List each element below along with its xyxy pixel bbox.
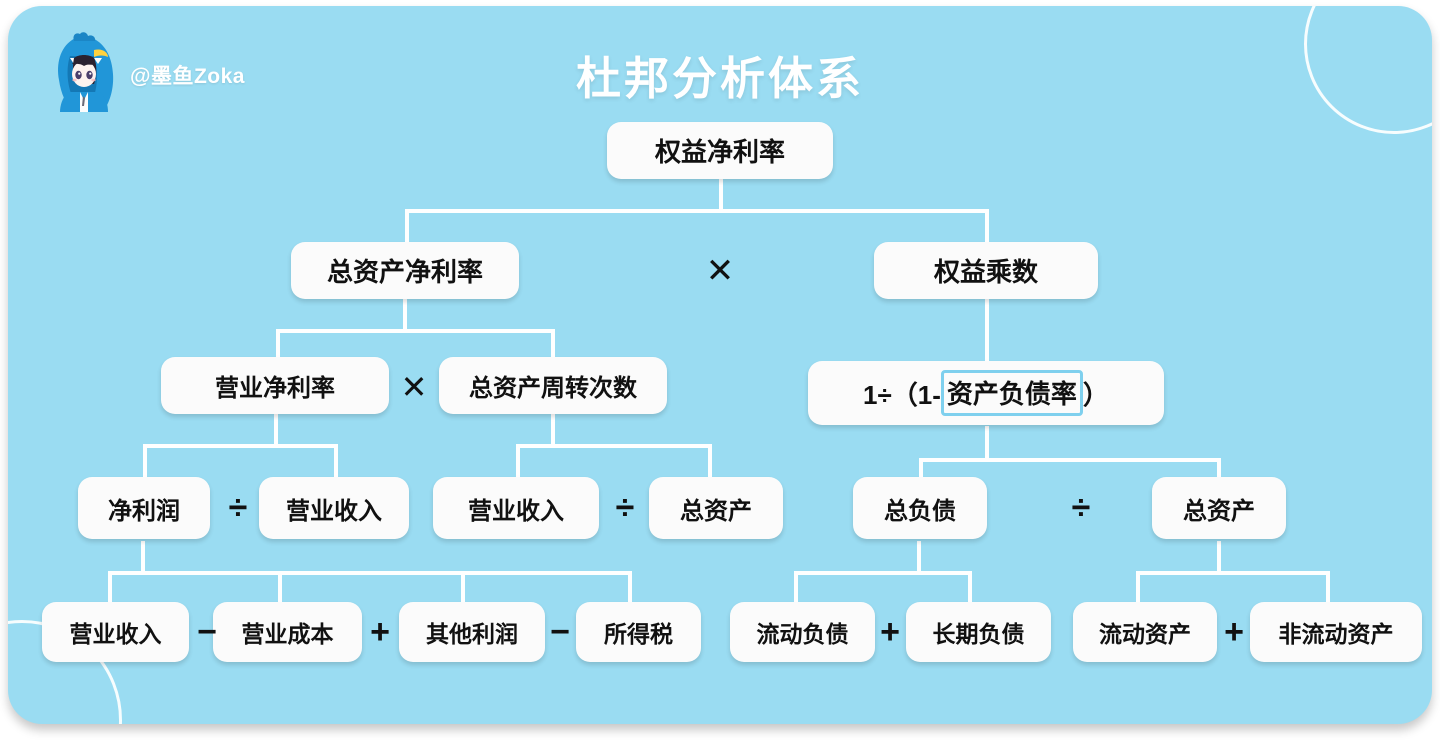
node-label: 营业收入 bbox=[69, 621, 162, 647]
connector-netprofit-to-revenue bbox=[108, 571, 112, 603]
node-label: 营业净利率 bbox=[215, 375, 335, 402]
connector-netprofit-bar bbox=[108, 571, 632, 575]
node-label: 总资产 bbox=[680, 497, 752, 525]
node-label: 权益乘数 bbox=[933, 257, 1038, 287]
node-label: 营业收入 bbox=[468, 497, 564, 525]
connector-liabilities-to-current bbox=[794, 571, 798, 603]
operator-plus-longterm-liabilities: + bbox=[880, 613, 900, 651]
connector-npm-stem bbox=[274, 414, 278, 446]
node-label: 营业收入 bbox=[286, 497, 382, 525]
node-label: 其他利润 bbox=[426, 621, 518, 647]
operator-times-level2: ✕ bbox=[705, 252, 735, 290]
operator-divide-liabilities-assets: ÷ bbox=[1071, 489, 1091, 527]
formula-highlight-debt-ratio[interactable]: 资产负债率 bbox=[940, 370, 1083, 416]
connector-roe-to-roa bbox=[405, 209, 409, 247]
node-label: 非流动资产 bbox=[1278, 621, 1394, 647]
connector-npm-bar bbox=[143, 444, 338, 448]
connector-em-to-formula bbox=[985, 299, 989, 361]
node-label: 总资产净利率 bbox=[326, 257, 483, 287]
operator-plus-noncurrent-assets: + bbox=[1224, 613, 1244, 651]
avatar bbox=[58, 32, 114, 112]
connector-formula-stem bbox=[985, 426, 989, 460]
node-label: 流动资产 bbox=[1099, 621, 1191, 647]
operator-divide-revenue-assets: ÷ bbox=[615, 489, 635, 527]
node-label: 流动负债 bbox=[756, 621, 849, 647]
node-label: 所得税 bbox=[604, 621, 673, 647]
connector-roa-bar bbox=[276, 329, 555, 333]
connector-assets-stem bbox=[1217, 541, 1221, 573]
connector-netprofit-to-tax bbox=[628, 571, 632, 603]
connector-turnover-stem bbox=[551, 414, 555, 446]
connector-turnover-to-revenue bbox=[516, 444, 520, 480]
connector-roe-to-em bbox=[985, 209, 989, 247]
node-asset-turnover[interactable]: 总资产周转次数 bbox=[439, 357, 667, 414]
node-label: 营业成本 bbox=[241, 621, 334, 647]
connector-formula-bar bbox=[919, 458, 1221, 462]
node-income-tax[interactable]: 所得税 bbox=[576, 602, 701, 662]
operator-minus-cost: − bbox=[197, 613, 217, 651]
connector-liabilities-stem bbox=[917, 541, 921, 573]
node-label: 总负债 bbox=[884, 497, 956, 525]
connector-formula-to-liabilities bbox=[919, 458, 923, 482]
connector-roe-stem bbox=[719, 179, 723, 211]
node-revenue-turnover[interactable]: 营业收入 bbox=[433, 477, 599, 539]
connector-turnover-bar bbox=[516, 444, 712, 448]
operator-minus-tax: − bbox=[550, 613, 570, 651]
connector-netprofit-to-otherprofit bbox=[461, 571, 465, 603]
node-equity-multiplier[interactable]: 权益乘数 bbox=[874, 242, 1098, 299]
connector-npm-to-netprofit bbox=[143, 444, 147, 480]
operator-divide-netprofit-revenue: ÷ bbox=[228, 489, 248, 527]
node-net-profit-margin[interactable]: 营业净利率 bbox=[161, 357, 389, 414]
connector-assets-to-current bbox=[1136, 571, 1140, 603]
node-total-assets-debt[interactable]: 总资产 bbox=[1152, 477, 1286, 539]
node-label: 净利润 bbox=[108, 497, 180, 525]
operator-times-level3: ✕ bbox=[400, 369, 428, 405]
node-current-assets[interactable]: 流动资产 bbox=[1073, 602, 1217, 662]
connector-assets-to-noncurrent bbox=[1326, 571, 1330, 603]
connector-liabilities-bar bbox=[794, 571, 972, 575]
node-total-assets-turnover[interactable]: 总资产 bbox=[649, 477, 783, 539]
node-label: 总资产周转次数 bbox=[469, 375, 637, 402]
node-label: 权益净利率 bbox=[654, 137, 785, 167]
page-title: 杜邦分析体系 bbox=[575, 53, 864, 104]
node-non-current-assets[interactable]: 非流动资产 bbox=[1250, 602, 1422, 662]
operator-plus-other-profit: + bbox=[370, 613, 390, 651]
node-return-on-equity[interactable]: 权益净利率 bbox=[607, 122, 833, 179]
node-current-liabilities[interactable]: 流动负债 bbox=[730, 602, 875, 662]
node-long-term-liabilities[interactable]: 长期负债 bbox=[906, 602, 1051, 662]
node-return-on-assets[interactable]: 总资产净利率 bbox=[291, 242, 519, 299]
connector-roa-stem bbox=[403, 299, 407, 331]
node-other-profit[interactable]: 其他利润 bbox=[399, 602, 545, 662]
formula-expression: 1÷（1- 资产负债率 ） bbox=[863, 370, 1109, 416]
node-label: 长期负债 bbox=[932, 621, 1025, 647]
node-revenue-bottom[interactable]: 营业收入 bbox=[42, 602, 189, 662]
diagram-panel: @墨鱼Zoka 杜邦分析体系 bbox=[8, 6, 1432, 724]
node-revenue-margin[interactable]: 营业收入 bbox=[259, 477, 409, 539]
formula-suffix: ） bbox=[1082, 379, 1109, 410]
connector-netprofit-to-cost bbox=[278, 571, 282, 603]
connector-netprofit-stem bbox=[141, 541, 145, 573]
connector-assets-bar bbox=[1136, 571, 1330, 575]
node-total-liabilities[interactable]: 总负债 bbox=[853, 477, 987, 539]
connector-npm-to-revenue bbox=[334, 444, 338, 480]
connector-formula-to-assets bbox=[1217, 458, 1221, 482]
formula-prefix: 1÷（1- bbox=[863, 379, 941, 410]
connector-roa-to-npm bbox=[276, 329, 280, 363]
author-handle: @墨鱼Zoka bbox=[130, 65, 245, 88]
connector-liabilities-to-longterm bbox=[968, 571, 972, 603]
node-net-profit[interactable]: 净利润 bbox=[78, 477, 210, 539]
connector-roe-bar bbox=[405, 209, 989, 213]
connector-roa-to-turnover bbox=[551, 329, 555, 363]
node-label: 总资产 bbox=[1183, 497, 1255, 525]
node-equity-multiplier-formula[interactable]: 1÷（1- 资产负债率 ） bbox=[808, 361, 1164, 425]
connector-turnover-to-assets bbox=[708, 444, 712, 480]
node-operating-cost[interactable]: 营业成本 bbox=[213, 602, 362, 662]
